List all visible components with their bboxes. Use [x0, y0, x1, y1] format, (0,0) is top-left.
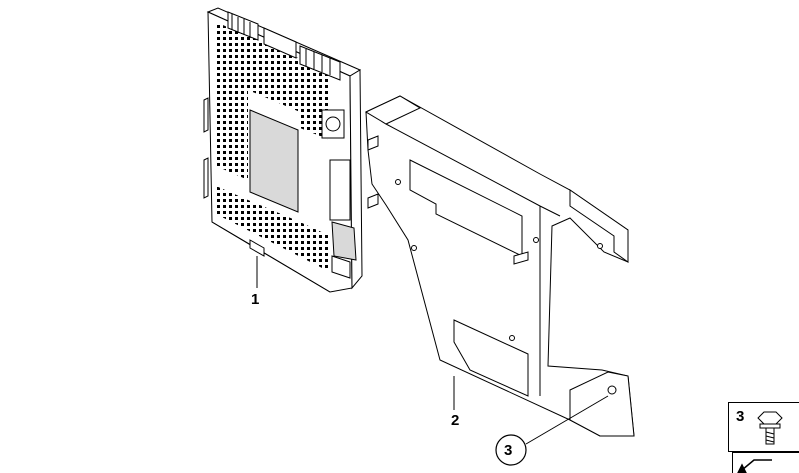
legend-part-number: 3 — [736, 408, 745, 425]
callout-label-2: 2 — [451, 412, 460, 429]
leader-line-3 — [525, 395, 609, 445]
legend-box-secondary — [732, 452, 799, 473]
control-unit-module — [203, 7, 363, 293]
callout-label-3: 3 — [504, 442, 513, 459]
mounting-bracket — [364, 95, 635, 437]
callout-label-1: 1 — [251, 291, 260, 308]
callout-circle-3 — [495, 434, 527, 466]
